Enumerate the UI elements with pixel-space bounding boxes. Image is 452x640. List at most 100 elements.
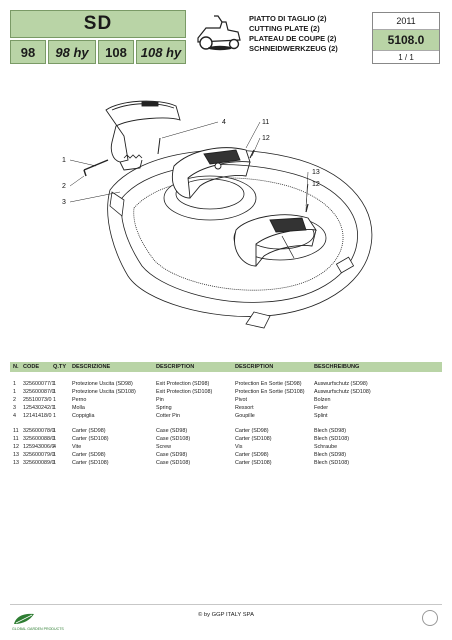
cell-descrizione: Protezione Uscita (SD108) <box>72 389 136 395</box>
cell-number: 11 <box>13 436 19 442</box>
cell-beschreibung: Auswurfschutz (SD98) <box>314 381 368 387</box>
cell-qty: 1 <box>53 452 56 458</box>
cell-number: 13 <box>13 452 19 458</box>
cell-descrizione: Carter (SD108) <box>72 460 109 466</box>
cell-qty: 1 <box>53 389 56 395</box>
cell-qty: 1 <box>53 460 56 466</box>
col-beschreibung: BESCHREIBUNG <box>314 364 360 370</box>
cell-number: 4 <box>13 413 16 419</box>
description-fr: PLATEAU DE COUPE (2) <box>249 34 337 43</box>
cell-qty: 1 <box>53 405 56 411</box>
cell-code: 325600089/0 <box>23 460 55 466</box>
lawn-tractor-icon <box>197 15 241 51</box>
cell-description-fr: Protection En Sortie (SD98) <box>235 381 302 387</box>
cell-code: 325600088/0 <box>23 436 55 442</box>
cell-description-fr: Pivot <box>235 397 247 403</box>
section-descriptions: PIATTO DI TAGLIO (2) CUTTING PLATE (2) P… <box>249 14 369 54</box>
cell-beschreibung: Auswurfschutz (SD108) <box>314 389 371 395</box>
cell-descrizione: Coppiglia <box>72 413 95 419</box>
cell-description-en: Case (SD108) <box>156 460 191 466</box>
cell-descrizione: Perno <box>72 397 87 403</box>
cell-beschreibung: Blech (SD98) <box>314 428 347 434</box>
cell-descrizione: Protezione Uscita (SD98) <box>72 381 133 387</box>
cell-qty: 1 <box>53 413 56 419</box>
model-variants: 98 98 hy 108 108 hy <box>10 40 186 64</box>
ggp-logo: GLOBAL GARDEN PRODUCTS <box>12 612 64 634</box>
cell-beschreibung: Bolzen <box>314 397 331 403</box>
circle-mark <box>422 610 438 626</box>
cell-code: 325600078/0 <box>23 428 55 434</box>
screw <box>305 203 309 213</box>
copyright: © by GGP ITALY SPA <box>198 612 254 618</box>
cell-code: 25510073/0 <box>23 397 52 403</box>
description-de: SCHNEIDWERKZEUG (2) <box>249 44 338 53</box>
year: 2011 <box>373 13 439 30</box>
callout-12: 12 <box>262 135 270 142</box>
parts-table: N. CODE Q.TY DESCRIZIONE DESCRIPTION DES… <box>10 362 442 467</box>
col-qty: Q.TY <box>53 364 67 370</box>
cell-description-en: Screw <box>156 444 171 450</box>
page-number: 1 / 1 <box>398 53 414 62</box>
cell-description-en: Exit Protection (SD98) <box>156 381 210 387</box>
cell-qty: 1 <box>53 397 56 403</box>
cell-beschreibung: Schraube <box>314 444 338 450</box>
cell-description-en: Cotter Pin <box>156 413 180 419</box>
cell-qty: 4 <box>53 444 56 450</box>
cell-description-en: Pin <box>156 397 164 403</box>
cell-descrizione: Vite <box>72 444 82 450</box>
cell-description-en: Case (SD108) <box>156 436 191 442</box>
leaf-icon <box>14 613 34 624</box>
cell-number: 1 <box>13 381 16 387</box>
cell-number: 13 <box>13 460 19 466</box>
callout-11: 11 <box>262 119 269 126</box>
brand-name: GLOBAL GARDEN PRODUCTS <box>12 627 64 631</box>
footer-divider <box>10 604 442 605</box>
exit-protection <box>105 100 181 171</box>
cell-description-fr: Carter (SD98) <box>235 428 269 434</box>
cell-qty: 1 <box>53 436 56 442</box>
cell-code: 12141418/0 <box>23 413 52 419</box>
table-code: 5108.0 <box>373 30 439 51</box>
cell-description-fr: Ressort <box>235 405 254 411</box>
description-en: CUTTING PLATE (2) <box>249 24 320 33</box>
cell-descrizione: Carter (SD98) <box>72 428 106 434</box>
cell-beschreibung: Blech (SD108) <box>314 436 350 442</box>
col-descrizione: DESCRIZIONE <box>72 364 111 370</box>
cell-description-fr: Carter (SD98) <box>235 452 269 458</box>
cell-number: 1 <box>13 389 16 395</box>
exploded-parts-diagram: 1 2 3 4 11 12 13 12 <box>62 100 373 329</box>
col-description-en: DESCRIPTION <box>156 364 195 370</box>
case-left <box>172 147 251 199</box>
cell-beschreibung: Blech (SD98) <box>314 452 347 458</box>
reference-box: 2011 5108.0 1 / 1 <box>372 12 440 64</box>
cell-qty: 1 <box>53 428 56 434</box>
cell-description-fr: Vis <box>235 444 243 450</box>
cell-descrizione: Carter (SD98) <box>72 452 106 458</box>
col-number: N. <box>13 364 19 370</box>
cell-description-en: Spring <box>156 405 172 411</box>
spring <box>123 154 143 159</box>
cell-code: 125430242/1 <box>23 405 55 411</box>
model-title: SD <box>10 10 186 38</box>
cell-beschreibung: Splint <box>314 413 328 419</box>
cell-descrizione: Carter (SD108) <box>72 436 109 442</box>
cell-beschreibung: Feder <box>314 405 329 411</box>
cell-descrizione: Molla <box>72 405 85 411</box>
case-right <box>234 214 317 267</box>
callout-12b: 12 <box>312 181 320 188</box>
col-code: CODE <box>23 364 40 370</box>
callout-13: 13 <box>312 169 320 176</box>
table-header: N. CODE Q.TY DESCRIZIONE DESCRIPTION DES… <box>10 362 442 372</box>
model-variant: 98 hy <box>48 40 96 64</box>
cotter-pin <box>157 137 161 155</box>
cell-code: 325600079/0 <box>23 452 55 458</box>
cell-code: 325600087/0 <box>23 389 55 395</box>
